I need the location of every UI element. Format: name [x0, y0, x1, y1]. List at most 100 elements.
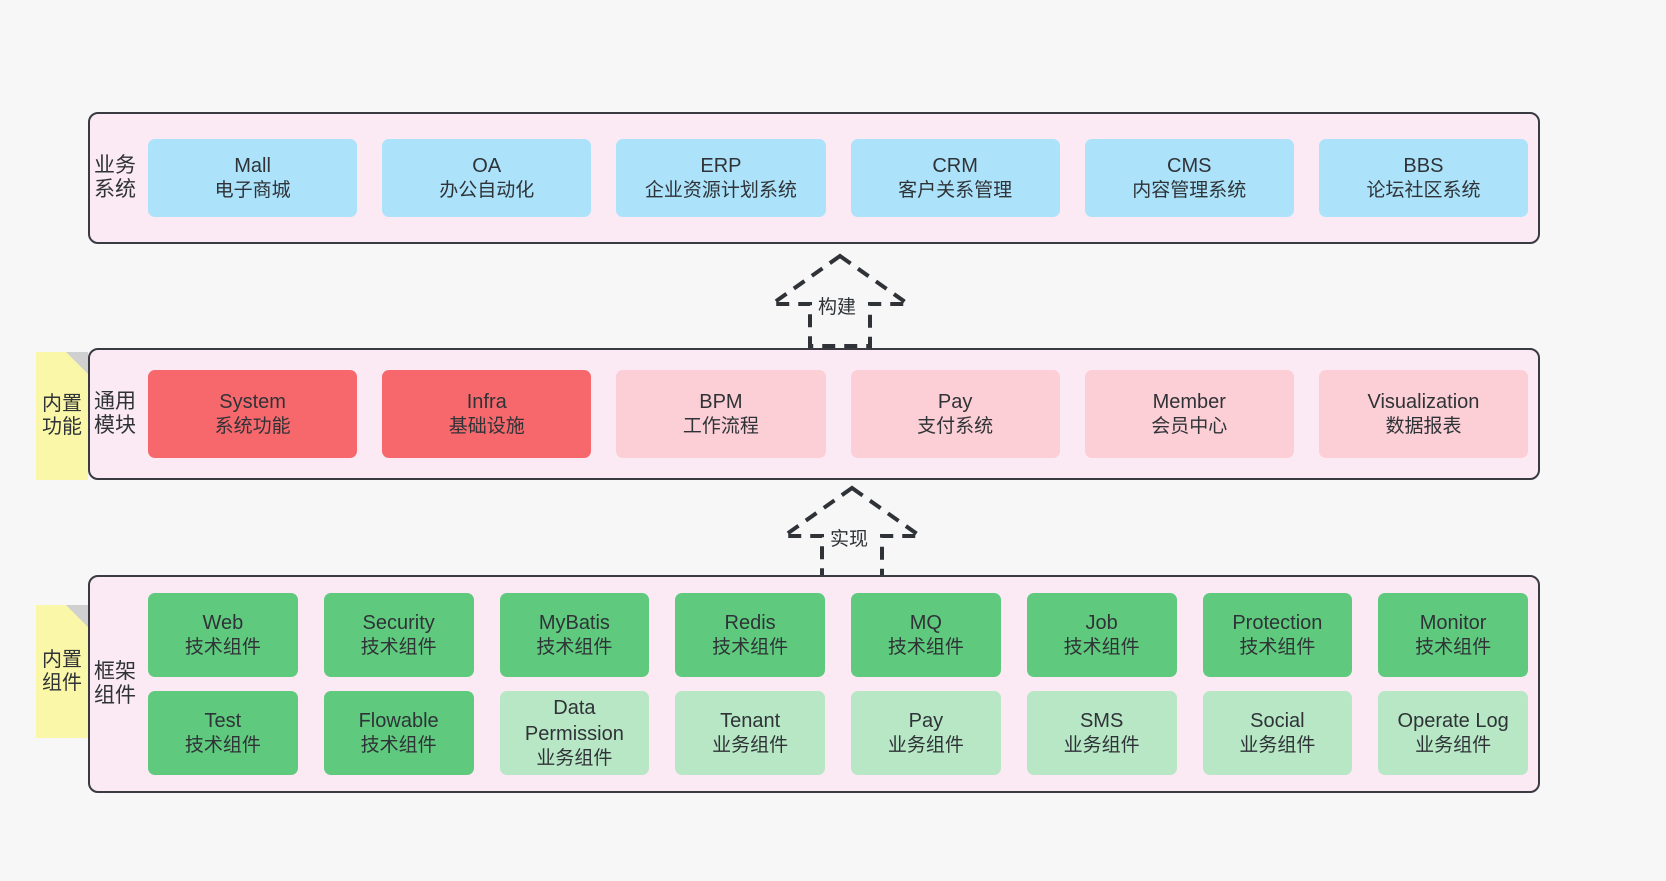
node-subtitle: 基础设施 — [448, 415, 525, 437]
node-subtitle: 客户关系管理 — [898, 179, 1013, 201]
node-subtitle: 数据报表 — [1385, 415, 1462, 437]
node-subtitle: 技术组件 — [1063, 636, 1140, 658]
page-fold-icon — [66, 352, 88, 374]
node-subtitle: 会员中心 — [1151, 415, 1228, 437]
node-erp[interactable]: ERP 企业资源计划系统 — [616, 139, 826, 217]
layer-label-common-modules: 通用模块 — [94, 390, 136, 437]
node-row: System 系统功能 Infra 基础设施 BPM 工作流程 Pay 支付系统… — [148, 370, 1529, 458]
node-title: SMS — [1079, 709, 1124, 732]
layer-body-common-modules: System 系统功能 Infra 基础设施 BPM 工作流程 Pay 支付系统… — [140, 350, 1538, 478]
node-test[interactable]: Test 技术组件 — [148, 691, 298, 775]
node-subtitle: 技术组件 — [536, 636, 613, 658]
node-protection[interactable]: Protection 技术组件 — [1202, 593, 1353, 677]
node-subtitle: 技术组件 — [360, 734, 437, 756]
node-redis[interactable]: Redis 技术组件 — [675, 593, 825, 677]
layer-business-systems: 业务系统 Mall 电子商城 OA 办公自动化 ERP 企业资源计划系统 CRM… — [88, 112, 1540, 244]
node-oa[interactable]: OA 办公自动化 — [382, 139, 592, 217]
node-web[interactable]: Web 技术组件 — [148, 593, 298, 677]
arrow-implement: 实现 — [772, 484, 932, 580]
layer-body-business-systems: Mall 电子商城 OA 办公自动化 ERP 企业资源计划系统 CRM 客户关系… — [140, 114, 1538, 242]
node-monitor[interactable]: Monitor 技术组件 — [1378, 593, 1528, 677]
node-pay-module[interactable]: Pay 支付系统 — [850, 370, 1060, 458]
node-tenant[interactable]: Tenant 业务组件 — [675, 691, 825, 775]
node-subtitle: 业务组件 — [536, 747, 613, 769]
node-row: Web 技术组件 Security 技术组件 MyBatis 技术组件 Redi… — [148, 593, 1528, 677]
layer-label-framework-components: 框架组件 — [94, 660, 136, 707]
node-social[interactable]: Social 业务组件 — [1202, 691, 1353, 775]
node-subtitle: 业务组件 — [1415, 734, 1492, 756]
node-visualization[interactable]: Visualization 数据报表 — [1318, 370, 1529, 458]
node-mall[interactable]: Mall 电子商城 — [148, 139, 358, 217]
node-subtitle: 论坛社区系统 — [1366, 179, 1481, 201]
node-title: Infra — [466, 390, 507, 413]
sticky-note-builtin-component: 内置组件 — [36, 605, 88, 738]
node-subtitle: 技术组件 — [184, 636, 261, 658]
sticky-note-builtin-function: 内置功能 — [36, 352, 88, 480]
node-infra[interactable]: Infra 基础设施 — [382, 370, 592, 458]
node-job[interactable]: Job 技术组件 — [1026, 593, 1177, 677]
node-title: OA — [472, 154, 502, 177]
node-subtitle: 技术组件 — [1239, 636, 1316, 658]
sticky-note-label: 内置功能 — [42, 393, 82, 438]
node-data-permission[interactable]: Data Permission 业务组件 — [499, 691, 650, 775]
node-subtitle: 电子商城 — [214, 179, 291, 201]
node-crm[interactable]: CRM 客户关系管理 — [850, 139, 1060, 217]
node-subtitle: 工作流程 — [682, 415, 759, 437]
layer-framework-components: 框架组件 Web 技术组件 Security 技术组件 MyBatis 技术组件… — [88, 575, 1540, 793]
node-pay-component[interactable]: Pay 业务组件 — [851, 691, 1001, 775]
node-title: MyBatis — [538, 611, 610, 634]
layer-label-business-systems: 业务系统 — [94, 154, 136, 201]
node-title: Protection — [1232, 611, 1323, 634]
node-member[interactable]: Member 会员中心 — [1084, 370, 1294, 458]
generalization-arrow-icon — [777, 485, 927, 580]
node-title: Job — [1085, 611, 1118, 634]
node-title: Pay — [908, 709, 944, 732]
node-title: MQ — [909, 611, 942, 634]
node-sms[interactable]: SMS 业务组件 — [1026, 691, 1177, 775]
node-cms[interactable]: CMS 内容管理系统 — [1084, 139, 1294, 217]
node-subtitle: 企业资源计划系统 — [644, 179, 797, 201]
node-subtitle: 技术组件 — [712, 636, 789, 658]
node-mybatis[interactable]: MyBatis 技术组件 — [499, 593, 650, 677]
node-bbs[interactable]: BBS 论坛社区系统 — [1318, 139, 1529, 217]
node-system[interactable]: System 系统功能 — [148, 370, 358, 458]
node-security[interactable]: Security 技术组件 — [323, 593, 474, 677]
node-title: Redis — [724, 611, 776, 634]
node-subtitle: 业务组件 — [712, 734, 789, 756]
node-title: BPM — [699, 390, 743, 413]
node-title: System — [219, 390, 286, 413]
sticky-note-label: 内置组件 — [42, 648, 82, 694]
node-title: CRM — [932, 154, 978, 177]
page-fold-icon — [66, 605, 88, 627]
generalization-arrow-icon — [765, 253, 915, 348]
node-title: Visualization — [1367, 390, 1480, 413]
node-row: Mall 电子商城 OA 办公自动化 ERP 企业资源计划系统 CRM 客户关系… — [148, 139, 1529, 217]
node-bpm[interactable]: BPM 工作流程 — [616, 370, 826, 458]
node-flowable[interactable]: Flowable 技术组件 — [323, 691, 474, 775]
node-subtitle: 技术组件 — [887, 636, 964, 658]
node-subtitle: 支付系统 — [917, 415, 994, 437]
node-title: Member — [1152, 390, 1226, 413]
node-title: Flowable — [358, 709, 439, 732]
arrow-label-implement: 实现 — [830, 529, 869, 550]
node-title: Social — [1250, 709, 1305, 732]
node-subtitle: 技术组件 — [1415, 636, 1492, 658]
node-title: Monitor — [1419, 611, 1487, 634]
node-mq[interactable]: MQ 技术组件 — [851, 593, 1001, 677]
layer-body-framework-components: Web 技术组件 Security 技术组件 MyBatis 技术组件 Redi… — [140, 577, 1538, 791]
node-subtitle: 技术组件 — [184, 734, 261, 756]
node-title: Security — [362, 611, 435, 634]
layer-common-modules: 通用模块 System 系统功能 Infra 基础设施 BPM 工作流程 Pay… — [88, 348, 1540, 480]
node-title: BBS — [1403, 154, 1444, 177]
node-subtitle: 系统功能 — [214, 415, 291, 437]
node-row: Test 技术组件 Flowable 技术组件 Data Permission … — [148, 691, 1528, 775]
node-title: Tenant — [720, 709, 781, 732]
node-subtitle: 业务组件 — [887, 734, 964, 756]
node-title: Test — [204, 709, 242, 732]
node-title: Mall — [234, 154, 271, 177]
node-operate-log[interactable]: Operate Log 业务组件 — [1378, 691, 1528, 775]
node-title: ERP — [700, 154, 742, 177]
node-title: Pay — [937, 390, 973, 413]
arrow-build: 构建 — [760, 252, 920, 348]
